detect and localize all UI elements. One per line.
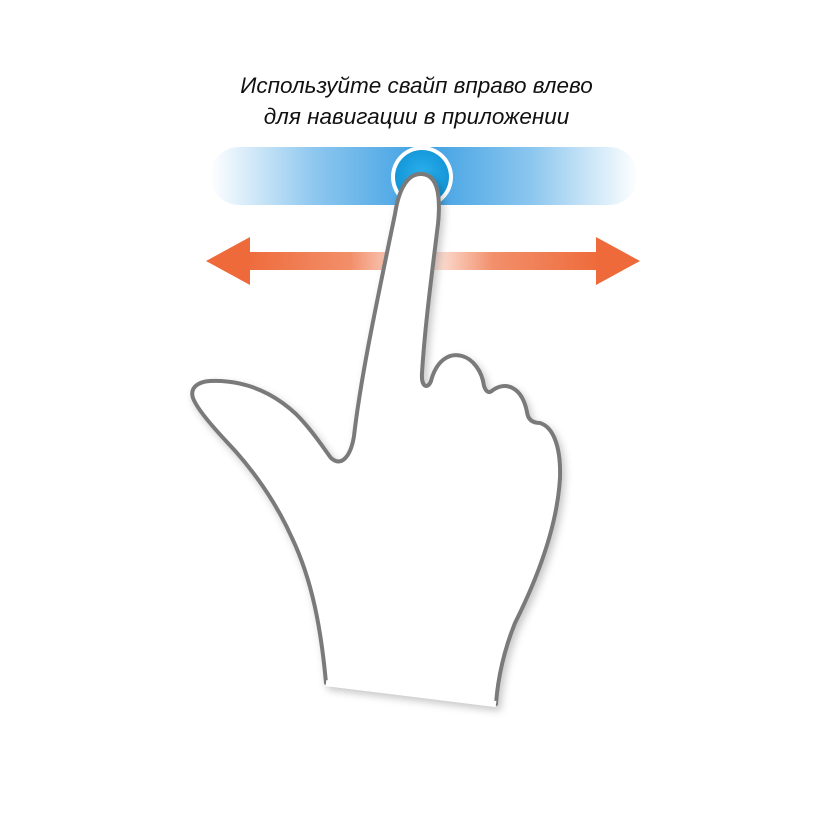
swipe-instruction: Используйте свайп вправо влево для навиг… xyxy=(0,70,833,132)
instruction-line-2: для навигации в приложении xyxy=(263,104,570,129)
pointing-hand-icon xyxy=(190,172,563,707)
instruction-line-1: Используйте свайп вправо влево xyxy=(240,73,593,98)
